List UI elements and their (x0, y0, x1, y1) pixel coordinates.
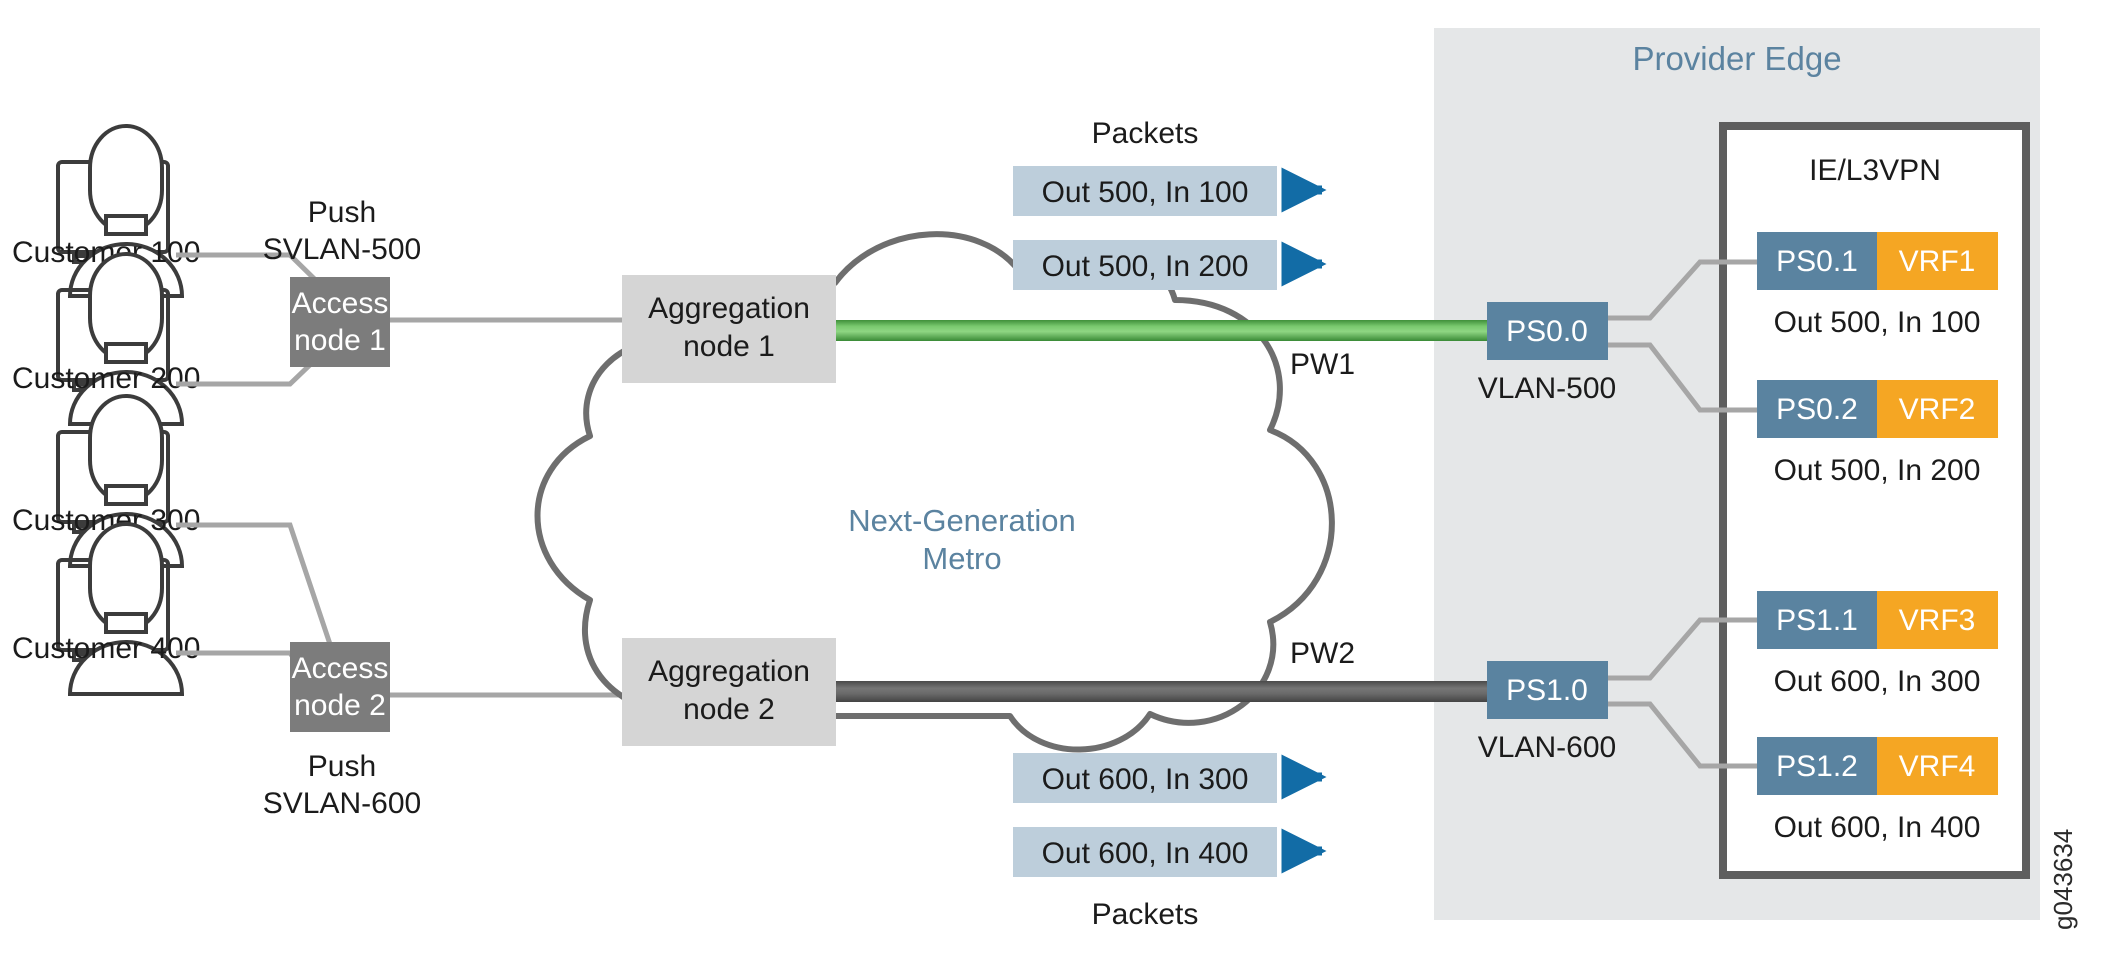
aggregation-node-2-line1: Aggregation (648, 655, 810, 688)
vrf4-caption: Out 600, In 400 (1774, 811, 1981, 844)
cloud-label-line1: Next-Generation (848, 503, 1075, 538)
vrf2-ps-label: PS0.2 (1776, 393, 1858, 426)
packet-box-bottom-1: Out 600, In 300 (1013, 753, 1277, 803)
packet-box-bottom-1-label: Out 600, In 300 (1042, 763, 1249, 796)
access-node-2-line1: Access (292, 652, 389, 685)
ps1-0-label: PS1.0 (1506, 674, 1588, 707)
aggregation-node-2[interactable]: Aggregation node 2 (622, 638, 836, 746)
packets-bottom-caption: Packets (1092, 898, 1199, 931)
access-node-2-push-line1: Push (308, 750, 376, 783)
access-node-2-push-line2: SVLAN-600 (263, 787, 421, 820)
ps1-0-node[interactable]: PS1.0 (1487, 661, 1608, 719)
vrf2-caption: Out 500, In 200 (1774, 454, 1981, 487)
packet-box-top-2-label: Out 500, In 200 (1042, 250, 1249, 283)
pw2-line (828, 681, 1488, 702)
provider-edge-title: Provider Edge (1632, 40, 1841, 77)
access-node-1-push-line2: SVLAN-500 (263, 233, 421, 266)
cloud-label-line2: Metro (922, 541, 1001, 576)
access-node-1-line1: Access (292, 287, 389, 320)
pw1-line (828, 320, 1488, 341)
ps0-0-vlan-label: VLAN-500 (1478, 372, 1616, 405)
packet-box-top-1-label: Out 500, In 100 (1042, 176, 1249, 209)
packet-box-top-1: Out 500, In 100 (1013, 166, 1277, 216)
vrf2-vrf-label: VRF2 (1899, 393, 1976, 426)
vrf1-vrf-label: VRF1 (1899, 245, 1976, 278)
packet-box-top-2: Out 500, In 200 (1013, 240, 1277, 290)
pw1-label: PW1 (1290, 348, 1355, 381)
pw2-label: PW2 (1290, 637, 1355, 670)
ps-vrf-links (1608, 259, 1757, 769)
packets-top-caption: Packets (1092, 117, 1199, 150)
access-node-1-line2: node 1 (294, 324, 386, 357)
ps1-0-vlan-label: VLAN-600 (1478, 731, 1616, 764)
aggregation-node-1[interactable]: Aggregation node 1 (622, 275, 836, 383)
packet-box-bottom-2: Out 600, In 400 (1013, 827, 1277, 877)
ie-l3vpn-title: IE/L3VPN (1809, 154, 1941, 187)
vrf1-caption: Out 500, In 100 (1774, 306, 1981, 339)
access-node-2[interactable]: Access node 2 (290, 642, 390, 732)
access-node-1-push-line1: Push (308, 196, 376, 229)
figure-id-watermark: g043634 (2048, 829, 2078, 930)
aggregation-node-2-line2: node 2 (683, 693, 775, 726)
vrf3-caption: Out 600, In 300 (1774, 665, 1981, 698)
vrf4-ps-label: PS1.2 (1776, 750, 1858, 783)
vrf4-vrf-label: VRF4 (1899, 750, 1976, 783)
vrf1-ps-label: PS0.1 (1776, 245, 1858, 278)
vrf3-vrf-label: VRF3 (1899, 604, 1976, 637)
packet-box-bottom-2-label: Out 600, In 400 (1042, 837, 1249, 870)
customer-400-icon (56, 522, 185, 696)
vrf1-row[interactable]: PS0.1 VRF1 (1757, 232, 1998, 290)
ps0-0-node[interactable]: PS0.0 (1487, 302, 1608, 360)
access-aggregation-links (390, 317, 622, 698)
access-node-2-line2: node 2 (294, 689, 386, 722)
vrf3-row[interactable]: PS1.1 VRF3 (1757, 591, 1998, 649)
vrf3-ps-label: PS1.1 (1776, 604, 1858, 637)
ps0-0-label: PS0.0 (1506, 315, 1588, 348)
aggregation-node-1-line1: Aggregation (648, 292, 810, 325)
vrf2-row[interactable]: PS0.2 VRF2 (1757, 380, 1998, 438)
access-node-1[interactable]: Access node 1 (290, 277, 390, 367)
vrf4-row[interactable]: PS1.2 VRF4 (1757, 737, 1998, 795)
customer-200-label: Customer 200 (12, 362, 200, 395)
customer-400-label: Customer 400 (12, 632, 200, 665)
aggregation-node-1-line2: node 1 (683, 330, 775, 363)
